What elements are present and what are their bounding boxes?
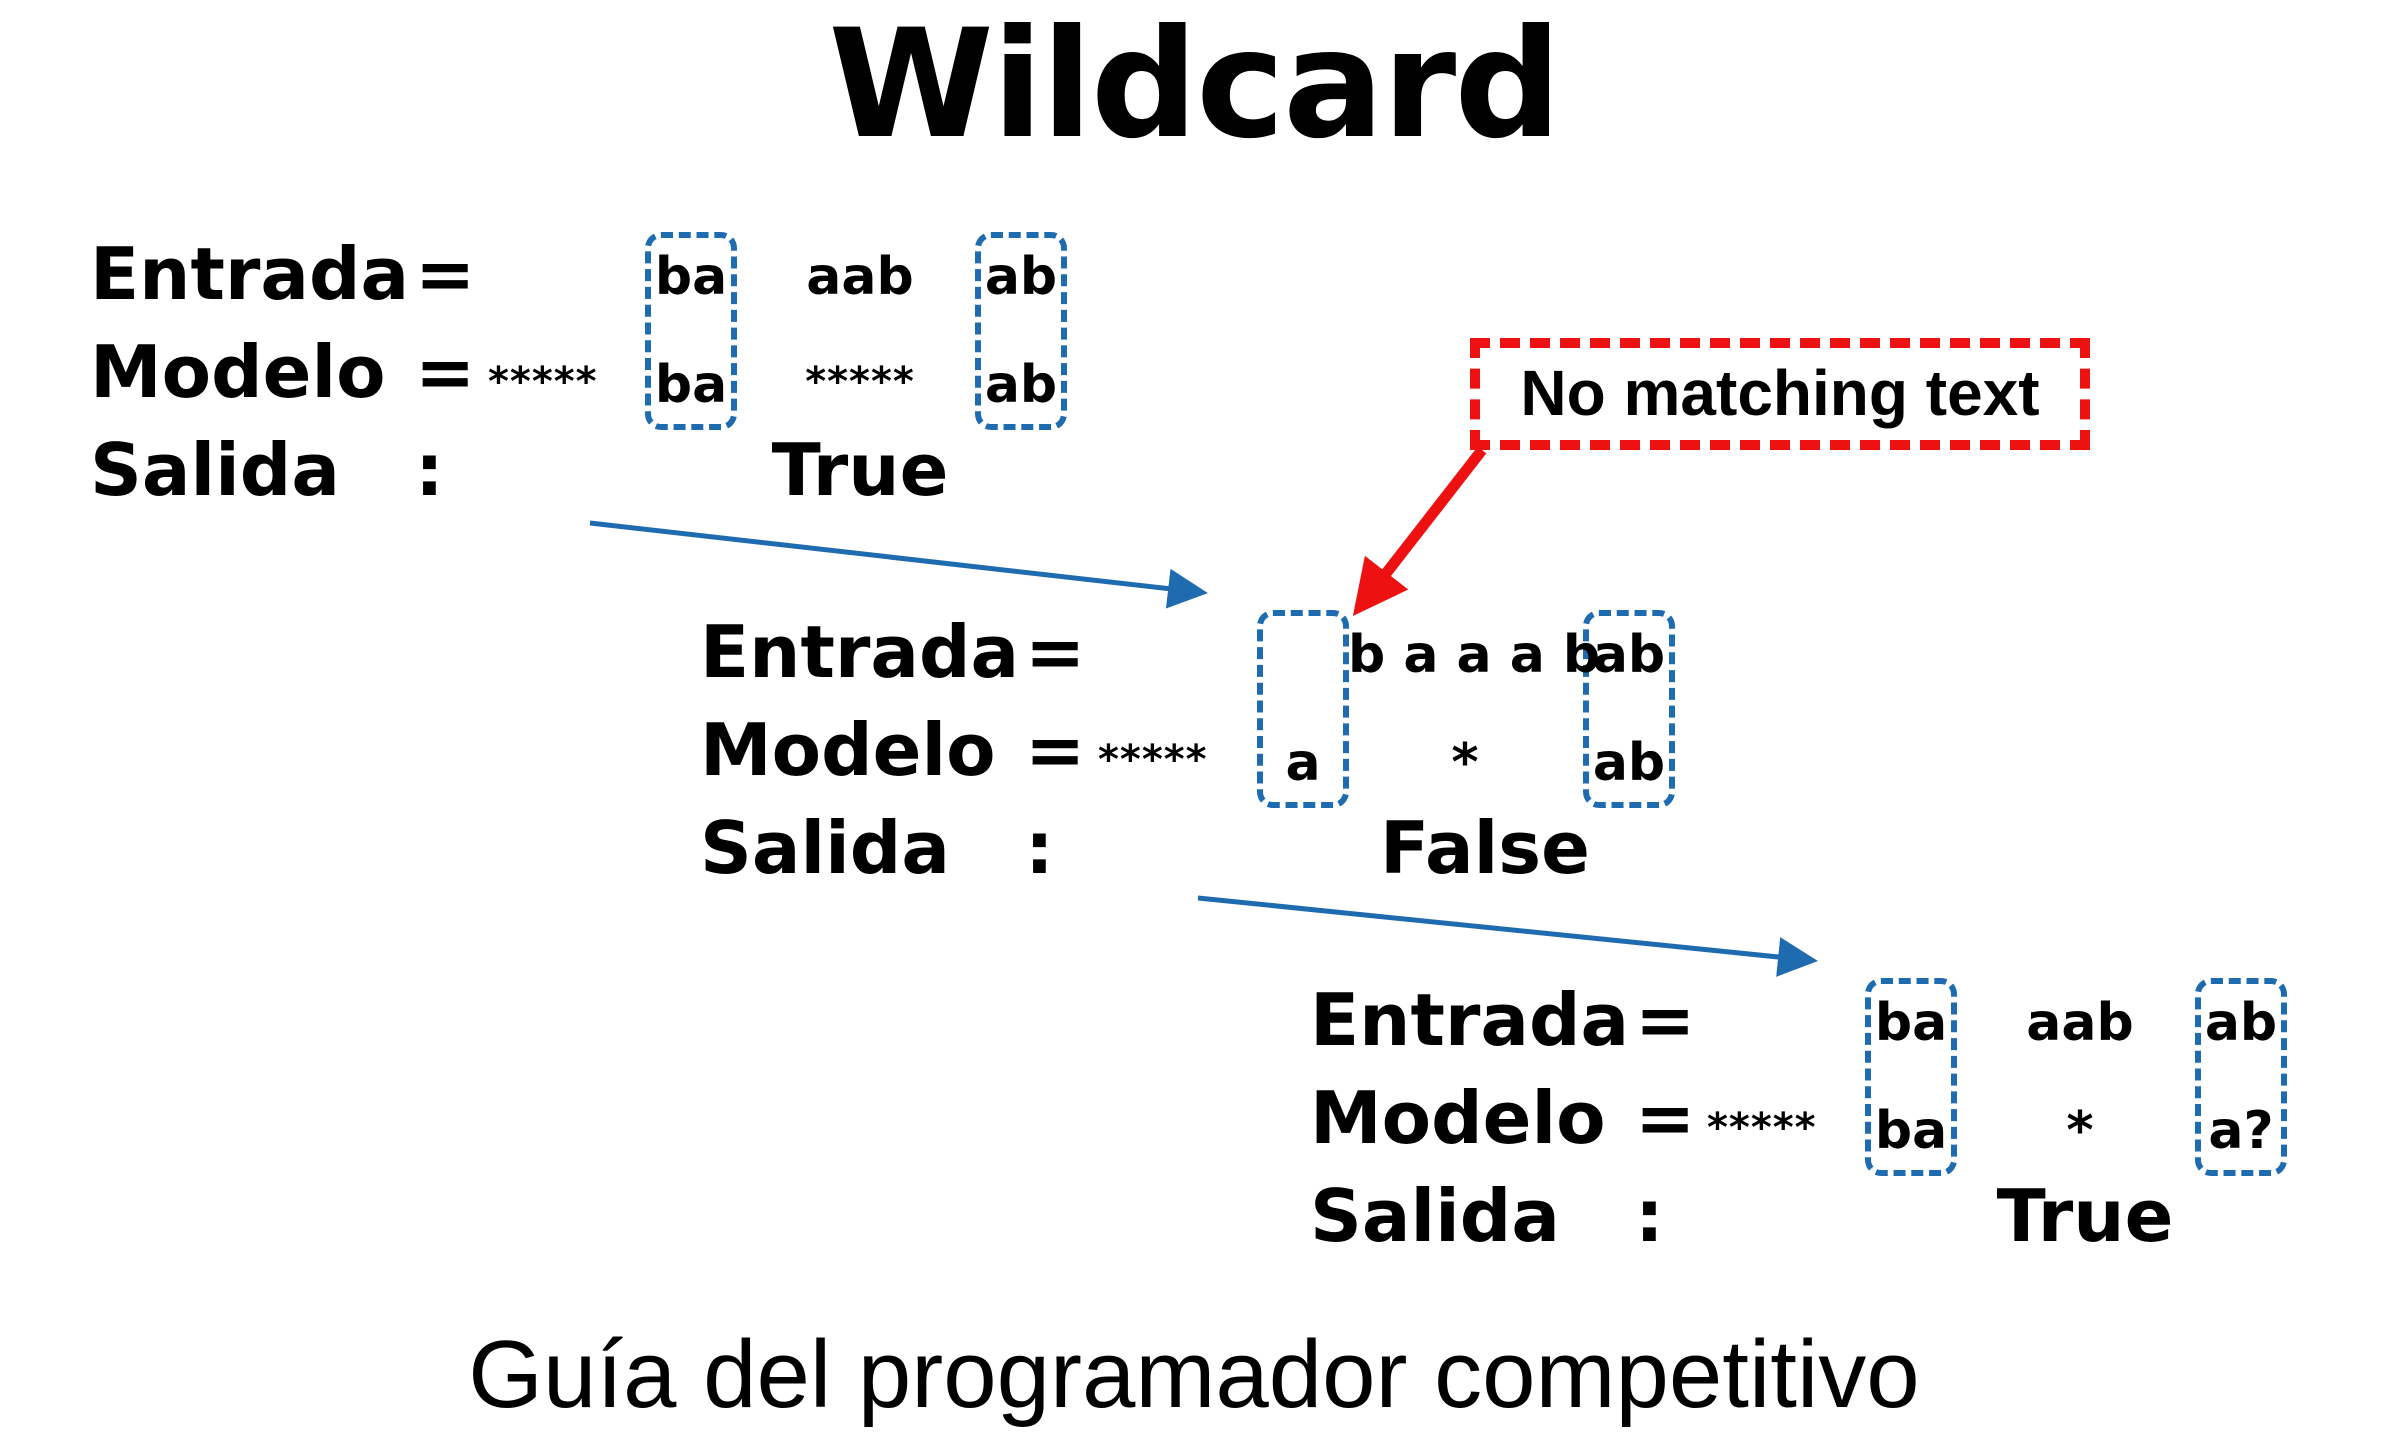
arrow-1-to-2 [589,520,1208,609]
salida-colon: : [1025,806,1054,890]
salida-colon: : [1635,1174,1664,1258]
input-token: ba [1874,993,1948,1053]
entrada-label: Entrada [1310,978,1630,1062]
salida-colon: : [415,428,444,512]
modelo-label: Modelo [90,330,386,414]
pattern-token: ba [1874,1101,1948,1161]
pattern-token: ***** [805,359,915,405]
entrada-equals: = [415,232,476,316]
input-token: ba [654,247,728,307]
arrow-2-to-3 [1197,895,1818,977]
callout-box [1470,338,2090,450]
pattern-token: a [1285,733,1321,793]
page-subtitle: Guía del programador competitivo [468,1321,1920,1428]
entrada-label: Entrada [700,610,1020,694]
pattern-token: ab [1592,733,1666,793]
match-box-left [1257,610,1349,808]
callout-text: No matching text [1520,357,2040,429]
pattern-token: ba [654,355,728,415]
match-box-right [975,232,1067,430]
pattern-token: * [1451,733,1479,793]
modelo-equals: = [415,330,476,414]
match-box-right [2195,978,2287,1176]
entrada-equals: = [1025,610,1086,694]
input-token: aab [2026,993,2134,1053]
pattern-token: ab [984,355,1058,415]
page-title: Wildcard [828,0,1561,172]
input-token: b a a a b [1348,625,1601,685]
modelo-prefix-stars: ***** [488,359,598,405]
modelo-label: Modelo [700,708,996,792]
callout-arrow [1352,446,1487,617]
input-token: ab [2204,993,2278,1053]
pattern-token: a? [2208,1101,2274,1161]
entrada-equals: = [1635,978,1696,1062]
result-value: True [771,428,949,512]
salida-label: Salida [700,806,950,890]
match-box-left [645,232,737,430]
modelo-equals: = [1025,708,1086,792]
input-token: aab [806,247,914,307]
modelo-prefix-stars: ***** [1707,1105,1817,1151]
modelo-prefix-stars: ***** [1098,737,1208,783]
entrada-label: Entrada [90,232,410,316]
match-box-left [1865,978,1957,1176]
modelo-equals: = [1635,1076,1696,1160]
input-token: ab [1592,625,1666,685]
modelo-label: Modelo [1310,1076,1606,1160]
result-value: False [1380,806,1590,890]
input-token: ab [984,247,1058,307]
result-value: True [1996,1174,2174,1258]
pattern-token: * [2066,1101,2094,1161]
salida-label: Salida [90,428,340,512]
salida-label: Salida [1310,1174,1560,1258]
match-box-right [1583,610,1675,808]
